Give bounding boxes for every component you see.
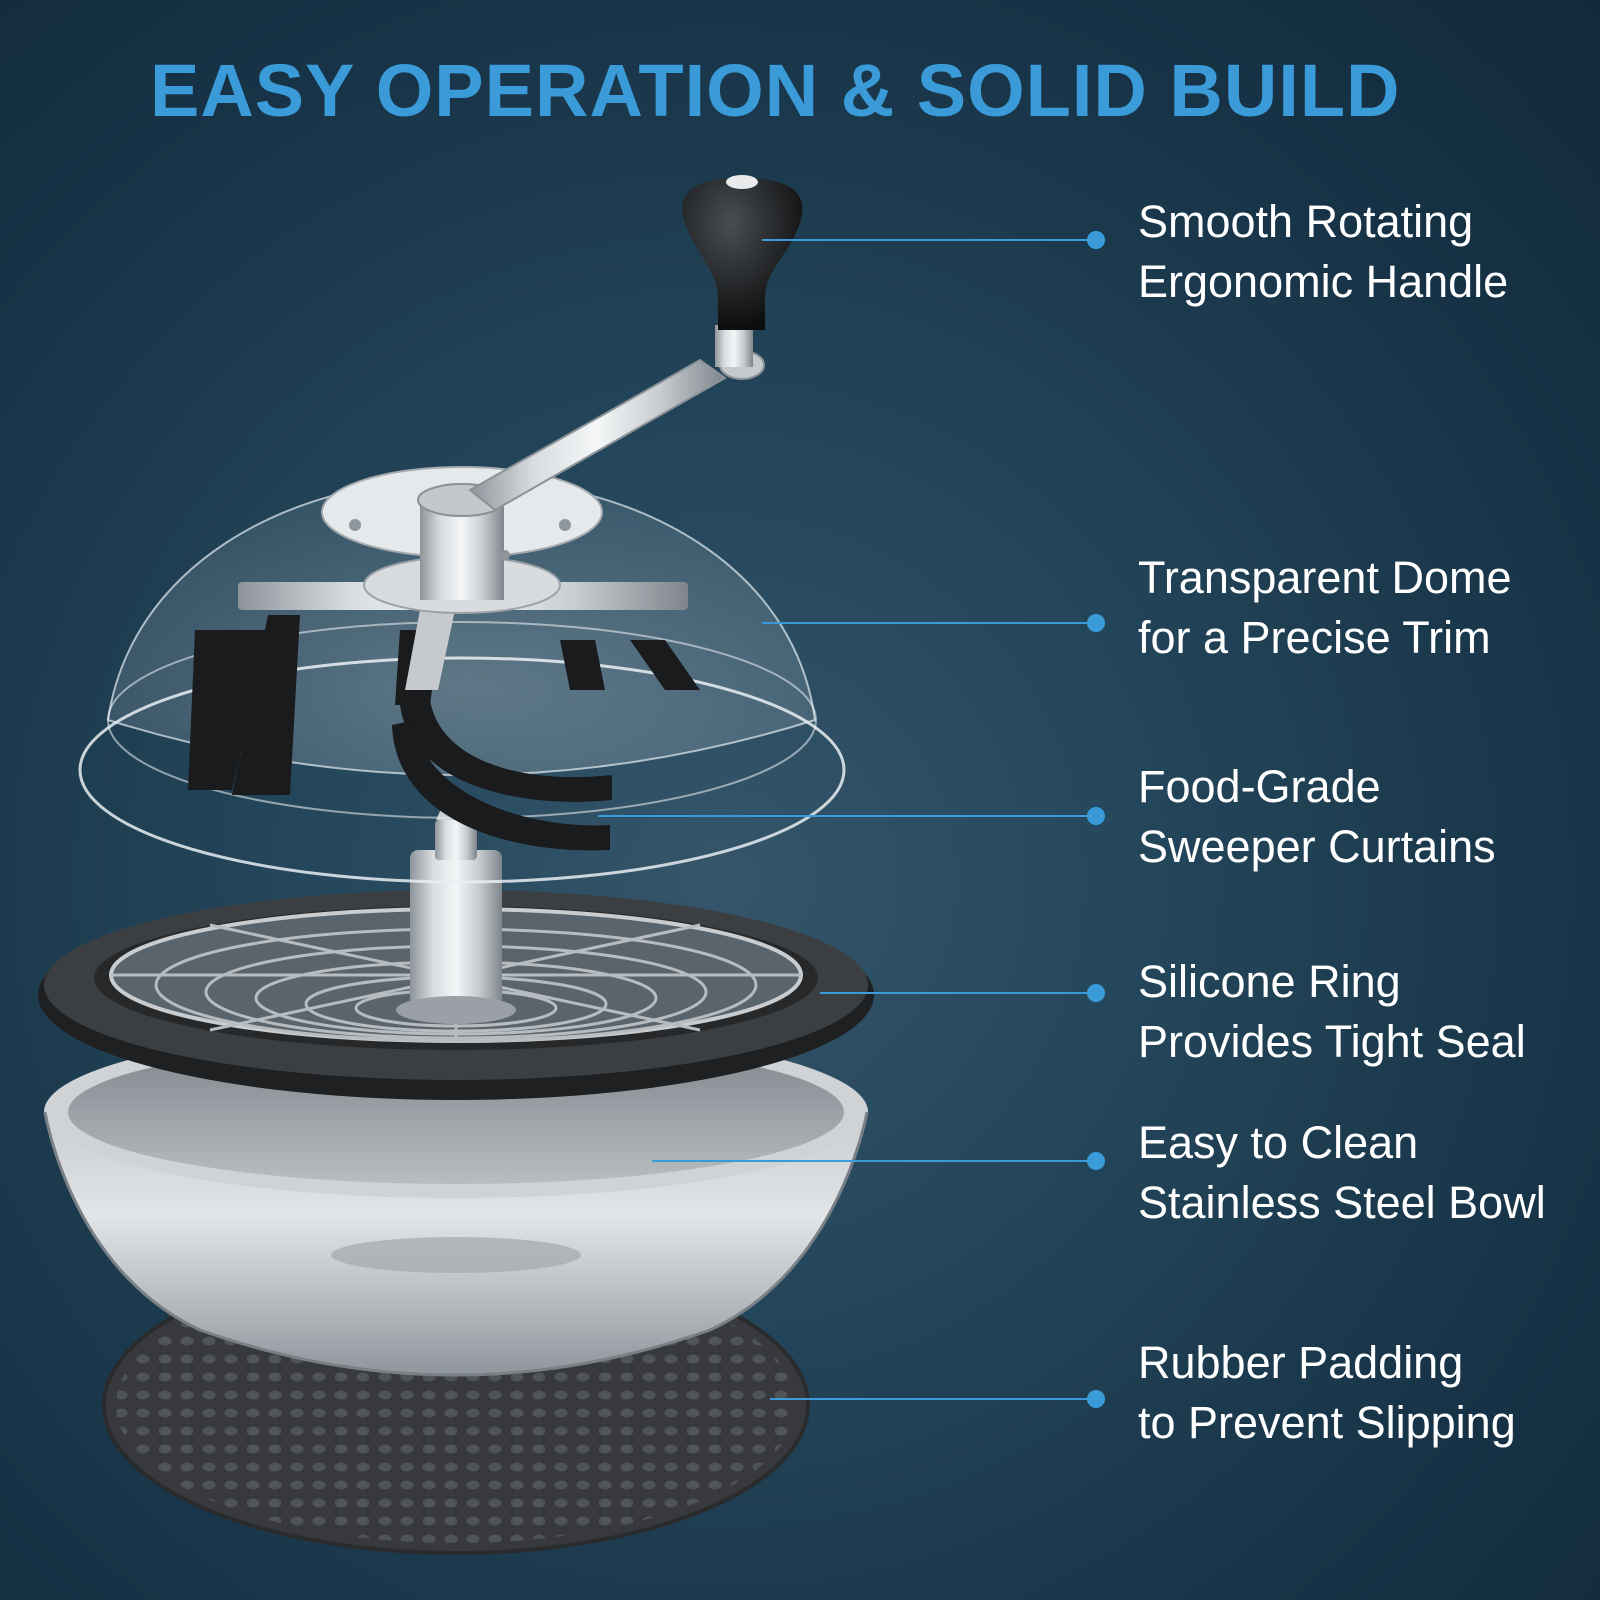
callout-dot-dome <box>1087 614 1105 632</box>
feature-label-line: Smooth Rotating <box>1138 196 1474 247</box>
callout-dot-ring <box>1087 984 1105 1002</box>
feature-label-ring: Silicone Ring Provides Tight Seal <box>1138 952 1588 1072</box>
handle-knob-icon <box>682 175 803 330</box>
feature-label-line: Provides Tight Seal <box>1138 1016 1526 1067</box>
crank-arm-icon <box>468 325 765 512</box>
feature-label-line: Rubber Padding <box>1138 1337 1464 1388</box>
feature-label-line: Ergonomic Handle <box>1138 256 1509 307</box>
feature-label-bowl: Easy to Clean Stainless Steel Bowl <box>1138 1113 1588 1233</box>
feature-label-line: Silicone Ring <box>1138 956 1401 1007</box>
callout-lines <box>598 231 1105 1408</box>
feature-label-line: for a Precise Trim <box>1138 612 1491 663</box>
feature-label-line: Easy to Clean <box>1138 1117 1419 1168</box>
callout-dot-bowl <box>1087 1152 1105 1170</box>
feature-label-line: Transparent Dome <box>1138 552 1512 603</box>
callout-dot-handle <box>1087 231 1105 249</box>
cross-bar-icon <box>238 466 688 690</box>
callout-dot-curtains <box>1087 807 1105 825</box>
feature-label-line: to Prevent Slipping <box>1138 1397 1516 1448</box>
feature-label-dome: Transparent Dome for a Precise Trim <box>1138 548 1588 668</box>
page-title: EASY OPERATION & SOLID BUILD <box>150 49 1401 132</box>
feature-label-pad: Rubber Padding to Prevent Slipping <box>1138 1333 1588 1453</box>
feature-label-curtains: Food-Grade Sweeper Curtains <box>1138 757 1588 877</box>
callout-dot-pad <box>1087 1390 1105 1408</box>
feature-label-line: Stainless Steel Bowl <box>1138 1177 1546 1228</box>
feature-label-line: Sweeper Curtains <box>1138 821 1496 872</box>
feature-label-line: Food-Grade <box>1138 761 1381 812</box>
sweeper-blades-icon <box>188 615 700 851</box>
feature-label-handle: Smooth Rotating Ergonomic Handle <box>1138 192 1588 312</box>
